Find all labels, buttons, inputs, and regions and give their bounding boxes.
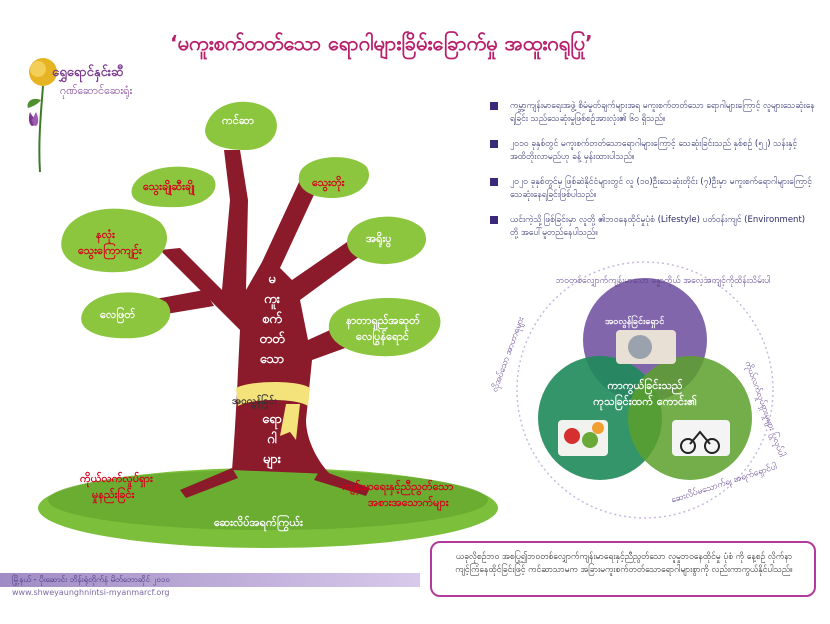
trunk-words: မ ကူး စက် တတ် သော (252, 270, 292, 370)
leaf-label-stroke: လေဖြတ် (100, 308, 136, 321)
leaf-label-heart-line1: နလုံး (96, 228, 115, 241)
list-item: ကမ္ဘာ့ကျန်းမာရေးအဖွဲ့ စိမံမှုတ်ချက်များအ… (490, 100, 815, 126)
fact-text: ကမ္ဘာ့ကျန်းမာရေးအဖွဲ့ စိမံမှုတ်ချက်များအ… (510, 101, 815, 124)
list-item: ယင်းကဲ့သို့ဖြစ်ခြင်းမှာ လူတို့ ၏ဘဝနေထိုင… (490, 214, 815, 240)
bullet-square-icon (490, 102, 498, 110)
fact-text: ၂၀၁၀ ခုနှစ်တွင် မကူးစက်တတ်သောရောဂါများကြ… (510, 139, 798, 162)
prevention-note-text: ယခုလိုစဉ်ဘဝ အစပြု၍ဘဝတစ်လျှောက်ကျန်းမာရေး… (455, 552, 793, 575)
leaf-hypertension (298, 157, 369, 198)
cycling-photo (672, 420, 730, 456)
bullet-square-icon (490, 216, 498, 224)
bullet-square-icon (490, 178, 498, 186)
venn-center-line2: ကုသခြင်းထက် ကောင်း၏ (593, 395, 697, 408)
root-label-left-line1: ကိုယ်လက်လှုပ်ရှား (80, 472, 153, 485)
trunk-word: ကူး (263, 292, 281, 307)
footer-text: မြို့နယ် - ပိုးဆောင်း ဘိန်းရုံတိုက်နံ မိ… (12, 575, 170, 584)
venn-top-label: အဝလွန်ခြင်းရှောင် (605, 317, 665, 327)
root-label-left-line2: မှုနည်းခြင်း (92, 488, 135, 501)
fact-text: ယင်းကဲ့သို့ဖြစ်ခြင်းမှာ လူတို့ ၏ဘဝနေထိုင… (510, 215, 806, 238)
venn-circle-right (628, 356, 752, 480)
leaf-label-osteoporosis: အရိုးပွ (366, 232, 392, 245)
prevention-note-box: ယခုလိုစဉ်ဘဝ အစပြု၍ဘဝတစ်လျှောက်ကျန်းမာရေး… (430, 541, 816, 597)
footer-url: www.shweyaunghnintsi-myanmarcf.org (12, 588, 170, 597)
leaf-stroke (81, 292, 171, 339)
list-item: ၂၀၂၀ ခုနှစ်တွင်မှ ဖြစ်ဆဲနိုင်ငံများတွင် … (490, 176, 815, 202)
bullet-square-icon (490, 140, 498, 148)
facts-list: ကမ္ဘာ့ကျန်းမာရေးအဖွဲ့ စိမံမှုတ်ချက်များအ… (490, 100, 815, 252)
list-item: ၂၀၁၀ ခုနှစ်တွင် မကူးစက်တတ်သောရောဂါများကြ… (490, 138, 815, 164)
fact-text: ၂၀၂၀ ခုနှစ်တွင်မှ ဖြစ်ဆဲနိုင်ငံများတွင် … (510, 177, 812, 200)
root-label-right-line2: အစားအသောက်များ (368, 496, 449, 509)
tree-trunk (160, 180, 384, 474)
root-label-bottom: ဆေးလိပ်အရက်ကြွယ်း (214, 516, 303, 529)
leaf-label-copd-line1: နာတာရှည်အဆုတ် (346, 314, 420, 327)
leaf-osteoporosis (347, 216, 427, 265)
leaf-copd (328, 297, 441, 357)
trunk-word: သော (259, 352, 285, 367)
trunk-word: စက် (261, 312, 283, 327)
trunk-word: မ (268, 272, 276, 287)
root-label-right-line1: ကျန်းမာရေးနှင့်ညီညွတ်သော (342, 480, 454, 493)
leaf-label-diabetes: သွေးချိုဆီးချို (143, 180, 195, 193)
leaf-label-copd-line2: လေပြွန်ရောင် (356, 330, 410, 343)
trunk-word: ဂါ (267, 432, 277, 447)
leaf-label-cancer: ကင်ဆာ (222, 114, 255, 127)
obesity-ribbon (236, 382, 310, 406)
leaf-diabetes (131, 166, 216, 208)
leaf-label-heart-line2: သွေးကြောကျဉ်း (78, 244, 142, 257)
leaf-heart (61, 208, 167, 273)
leaf-label-hypertension: သွေးတိုး (312, 176, 345, 189)
ribbon-label: အဝလွန်ခြင်း (232, 396, 277, 407)
poster-title: ‘မကူးစက်တတ်သော ရောဂါများခြိမ်းခြောက်မှု … (170, 31, 593, 55)
trunk-word: များ (262, 452, 282, 467)
trunk-words-lower: ရော ဂါ များ (252, 410, 292, 470)
trunk-word: တတ် (259, 332, 285, 347)
venn-center-line1: ကာကွယ်ခြင်းသည် (607, 379, 683, 392)
venn-outer-ring (516, 261, 774, 519)
rose-logo (27, 58, 57, 173)
venn-arc-top: ဘဝတစ်လျှောက်ကျန်းမာသော ခန္ဓာကိုယ် အလေ့အက… (556, 276, 771, 286)
trunk-word: ရော (262, 412, 282, 427)
logo-name: ရွှေရောင်နှင်းဆီ (52, 65, 124, 80)
logo-subtitle: ဂုဏ်ဆောင်ဆေးရုံး (60, 84, 133, 97)
venn-center-text: ကာကွယ်ခြင်းသည် ကုသခြင်းထက် ကောင်း၏ (578, 378, 712, 410)
leaf-cancer (205, 101, 277, 150)
footer-bar (0, 573, 420, 587)
